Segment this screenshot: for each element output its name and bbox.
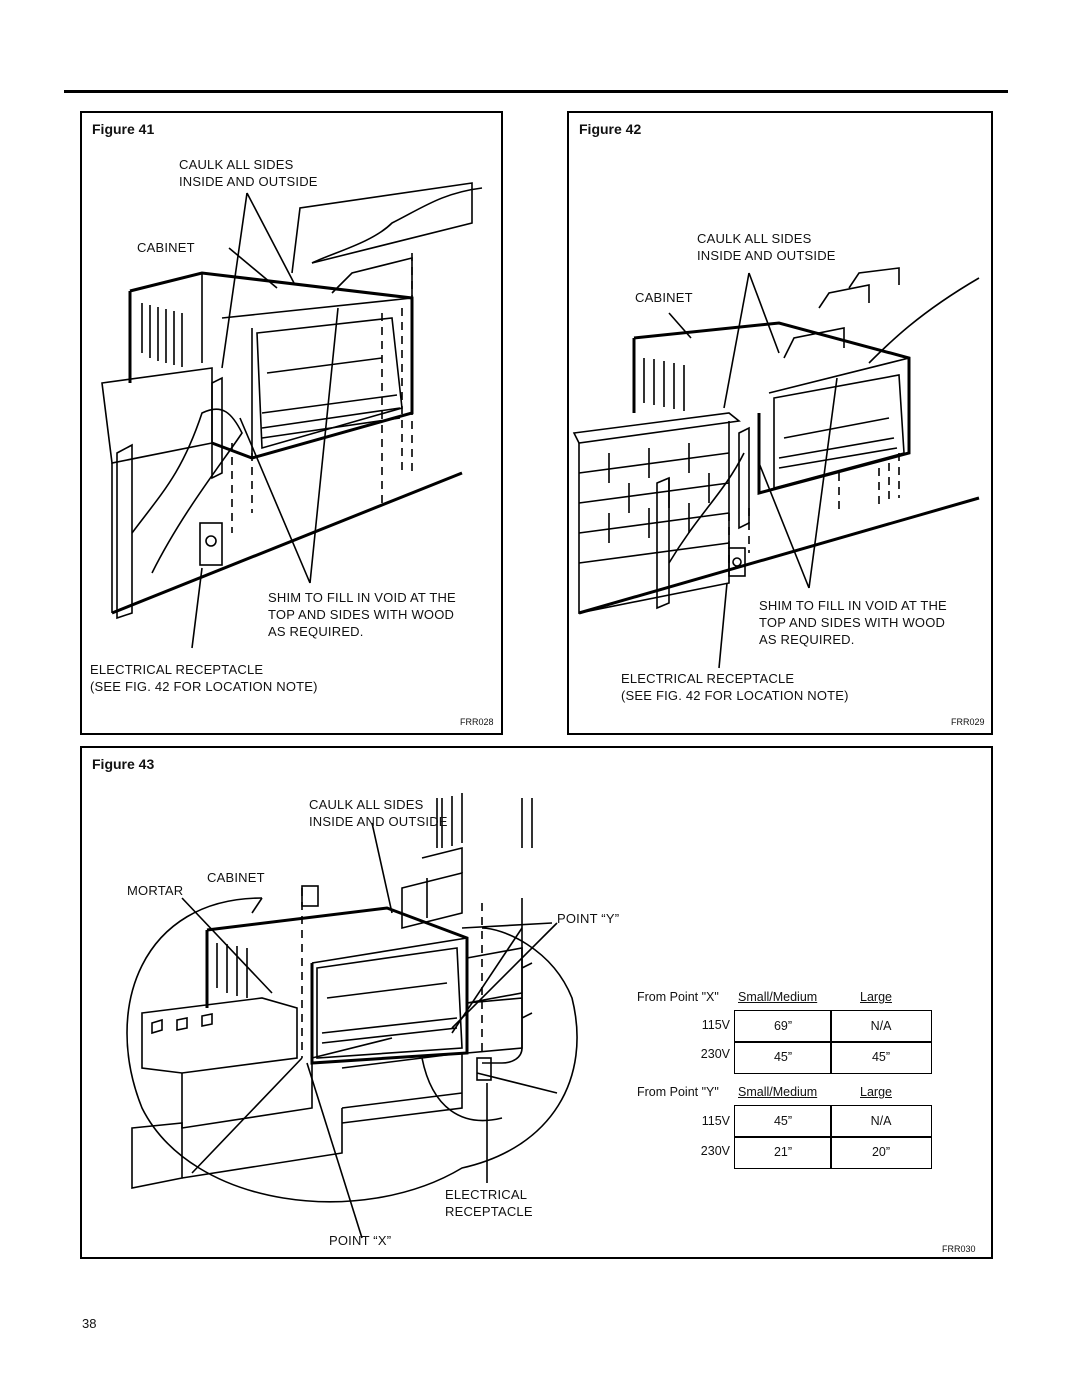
table-y-row2-voltage: 230V	[700, 1144, 730, 1158]
table-x-header-large: Large	[860, 990, 892, 1004]
figure-code: FRR030	[942, 1244, 976, 1254]
figure-41: Figure 41	[80, 111, 503, 735]
table-y-row2-large: 20”	[830, 1136, 932, 1169]
cabinet-label: CABINET	[207, 870, 265, 885]
table-x-row2-large: 45”	[830, 1041, 932, 1074]
point-x-label: POINT “X”	[329, 1233, 392, 1248]
table-y-row2-small: 21”	[734, 1136, 832, 1169]
table-y-header-small: Small/Medium	[738, 1085, 818, 1099]
table-y-header-from: From Point "Y"	[637, 1085, 719, 1099]
cabinet-label: CABINET	[137, 240, 195, 255]
figure-43: Figure 43	[80, 746, 993, 1259]
table-x-row1-large: N/A	[830, 1010, 932, 1043]
figure-title: Figure 43	[92, 756, 155, 772]
table-y-header-large: Large	[860, 1085, 892, 1099]
receptacle-label: ELECTRICAL RECEPTACLE (SEE FIG. 42 FOR L…	[90, 662, 318, 694]
figure-title: Figure 42	[579, 121, 642, 137]
page-number: 38	[82, 1316, 97, 1331]
shim-label: SHIM TO FILL IN VOID AT THE TOP AND SIDE…	[759, 598, 947, 647]
caulk-label: CAULK ALL SIDES INSIDE AND OUTSIDE	[179, 157, 318, 189]
mortar-label: MORTAR	[127, 883, 184, 898]
table-y-row1-large: N/A	[830, 1105, 932, 1138]
figure-42: Figure 42	[567, 111, 993, 735]
table-x-row1-voltage: 115V	[701, 1018, 730, 1032]
receptacle-label: ELECTRICAL RECEPTACLE	[445, 1187, 533, 1219]
receptacle-label: ELECTRICAL RECEPTACLE (SEE FIG. 42 FOR L…	[621, 671, 849, 703]
table-y-row1-small: 45”	[734, 1105, 832, 1138]
figure-42-illustration	[572, 267, 980, 669]
caulk-label: CAULK ALL SIDES INSIDE AND OUTSIDE	[309, 797, 448, 829]
figure-code: FRR028	[460, 717, 494, 727]
table-x-row2-small: 45”	[734, 1041, 832, 1074]
figure-41-illustration	[101, 182, 483, 649]
cabinet-label: CABINET	[635, 290, 693, 305]
table-x-row1-small: 69”	[734, 1010, 832, 1043]
table-x-row2-voltage: 230V	[700, 1047, 730, 1061]
caulk-label: CAULK ALL SIDES INSIDE AND OUTSIDE	[697, 231, 836, 263]
table-x-header-small: Small/Medium	[738, 990, 818, 1004]
shim-label: SHIM TO FILL IN VOID AT THE TOP AND SIDE…	[268, 590, 456, 639]
table-y-row1-voltage: 115V	[701, 1114, 730, 1128]
point-y-label: POINT “Y”	[557, 911, 620, 926]
figure-title: Figure 41	[92, 121, 155, 137]
top-rule	[64, 90, 1008, 93]
figure-code: FRR029	[951, 717, 985, 727]
figure-43-illustration	[126, 793, 578, 1239]
table-x-header-from: From Point "X"	[637, 990, 719, 1004]
